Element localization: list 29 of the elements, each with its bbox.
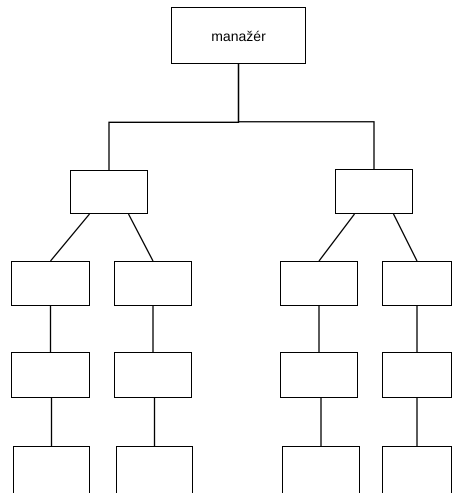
empty-box xyxy=(282,446,360,493)
empty-box xyxy=(114,352,192,398)
connector-line xyxy=(318,306,320,352)
empty-box xyxy=(11,261,90,306)
empty-box xyxy=(70,170,148,214)
connector-line xyxy=(238,64,375,169)
empty-box xyxy=(382,261,452,306)
role-box xyxy=(171,7,306,64)
connector-line xyxy=(50,398,52,446)
empty-box xyxy=(114,261,192,306)
empty-box xyxy=(280,352,358,398)
connector-line xyxy=(318,214,356,262)
connector-line xyxy=(416,306,418,352)
empty-box xyxy=(382,352,452,398)
connector-line xyxy=(154,398,156,446)
empty-box xyxy=(335,169,413,214)
connector-line xyxy=(152,306,154,352)
empty-box xyxy=(382,446,452,493)
role-label: manažér xyxy=(211,28,266,44)
connector-line xyxy=(50,306,52,352)
empty-box xyxy=(116,446,193,493)
empty-box xyxy=(13,446,90,493)
connector-line xyxy=(50,214,90,262)
connector-line xyxy=(320,398,322,446)
connector-line xyxy=(416,398,418,446)
empty-box xyxy=(280,261,358,306)
connector-line xyxy=(128,214,154,262)
connector-line xyxy=(392,214,418,262)
empty-box xyxy=(11,352,90,398)
